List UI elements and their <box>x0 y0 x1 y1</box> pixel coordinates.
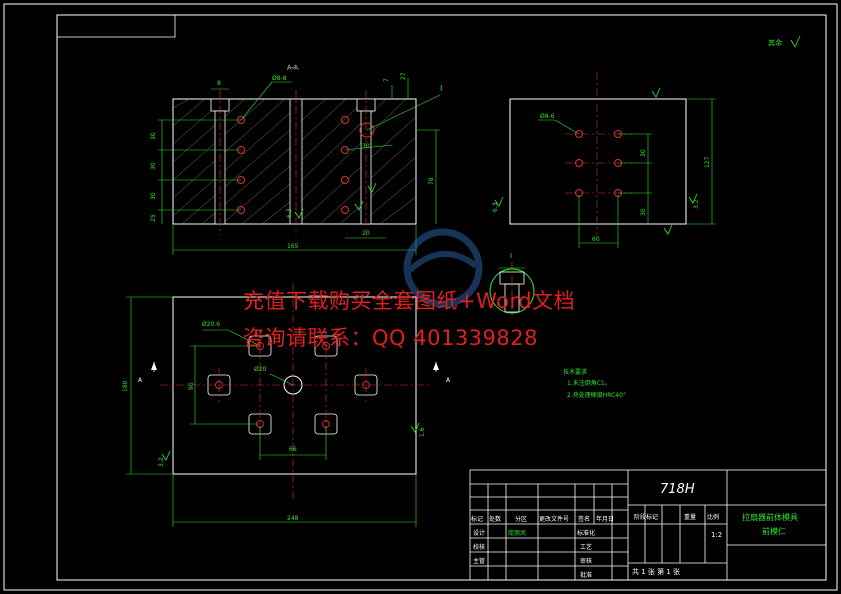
part-name-line-1: 拉扇器前体模具 <box>742 513 798 522</box>
roughness-value-2: 6.3 <box>492 202 499 212</box>
row-design: 设计 <box>473 530 486 537</box>
svg-text:A-A: A-A <box>287 64 299 72</box>
section-mark-right: A <box>446 377 451 384</box>
approve-label: 批准 <box>580 572 593 579</box>
material-label: 718H <box>660 482 695 497</box>
dim-hole-top: Ø20.6 <box>202 321 221 328</box>
dim-hole-dia: Ø8-8 <box>272 75 287 82</box>
watermark-logo <box>403 228 483 308</box>
row-manager: 主管 <box>473 558 486 565</box>
dim-side-width: 60 <box>592 236 600 243</box>
header-change-doc: 更改文件号 <box>539 516 570 523</box>
side-view <box>509 72 716 248</box>
dim-hole-side: Ø8-6 <box>540 113 555 120</box>
section-view-aa: A-A <box>158 64 441 255</box>
dim-pitch-2: 30 <box>150 162 157 170</box>
roughness-note: 其余 <box>768 39 782 47</box>
header-sign: 签名 <box>578 516 591 523</box>
watermark-line-2: 咨询请联系：QQ 401339828 <box>243 326 538 350</box>
dim-depth-27: 27 <box>400 72 407 80</box>
part-name-line-2: 前模仁 <box>762 527 786 536</box>
tech-req-item-1: 1.未注倒角C1。 <box>567 380 611 387</box>
dim-depth-7: 7 <box>383 78 390 82</box>
roughness-value-1: 6.3 <box>286 208 293 218</box>
roughness-symbols <box>161 35 801 461</box>
dim-side-pitch-2: 30 <box>640 208 647 216</box>
row-check: 校核 <box>473 544 486 551</box>
dim-counterbore: 8 <box>217 80 221 87</box>
designer-name: 庞丽凤 <box>508 530 527 537</box>
header-date: 年月日 <box>596 516 615 523</box>
detail-title: I <box>510 252 513 260</box>
std-label: 标准化 <box>577 530 596 537</box>
header-scale: 比例 <box>707 514 720 521</box>
sheet-outer-frame <box>3 3 838 591</box>
craft-label: 工艺 <box>580 544 593 551</box>
top-view <box>126 283 439 527</box>
dim-length-aa: 165 <box>287 243 299 250</box>
roughness-value-4: 3.2 <box>158 457 165 467</box>
code-box <box>57 15 176 38</box>
header-stage: 阶段标记 <box>634 514 659 521</box>
sheet-inner-frame <box>56 14 827 581</box>
dim-bore-aa: 30 <box>362 143 370 150</box>
detail-view-i <box>489 262 535 318</box>
detail-callout: I <box>440 84 443 93</box>
tech-req-item-2: 2.热处理硬度HRC40° <box>567 392 626 399</box>
dim-pitch-3: 30 <box>150 192 157 200</box>
watermark-line-1: 充值下载购买全套图纸+Word文档 <box>243 289 576 313</box>
dim-side-pitch-1: 30 <box>640 149 647 157</box>
dim-top-pitch-h: 66 <box>289 446 297 453</box>
dim-top-length: 248 <box>287 515 299 522</box>
section-mark-left: A <box>138 377 143 384</box>
dim-pitch-1: 30 <box>150 132 157 140</box>
header-weight: 重量 <box>684 514 697 521</box>
dim-top-height: 180 <box>122 380 129 392</box>
tech-req-title: 技术要求 <box>563 369 588 376</box>
dim-edge: 25 <box>150 214 157 222</box>
review-label: 审核 <box>580 558 593 565</box>
header-mark: 标记 <box>471 516 484 523</box>
header-count: 处数 <box>489 516 502 523</box>
dim-height-aa: 78 <box>428 177 435 185</box>
dim-offset-aa: 20 <box>362 230 370 237</box>
dim-bore-top: Ø20 <box>254 366 267 373</box>
roughness-value-5: 1.6 <box>419 427 426 437</box>
scale-value: 1:2 <box>711 531 723 539</box>
dim-side-height: 127 <box>704 156 711 168</box>
sheet-info: 共 1 张 第 1 张 <box>632 568 681 576</box>
section-title: A-A <box>287 64 298 71</box>
roughness-value-3: 3.2 <box>693 199 700 209</box>
header-zone: 分区 <box>515 516 528 523</box>
dim-top-pitch-v: 90 <box>188 382 195 390</box>
title-block-frame <box>469 469 827 581</box>
